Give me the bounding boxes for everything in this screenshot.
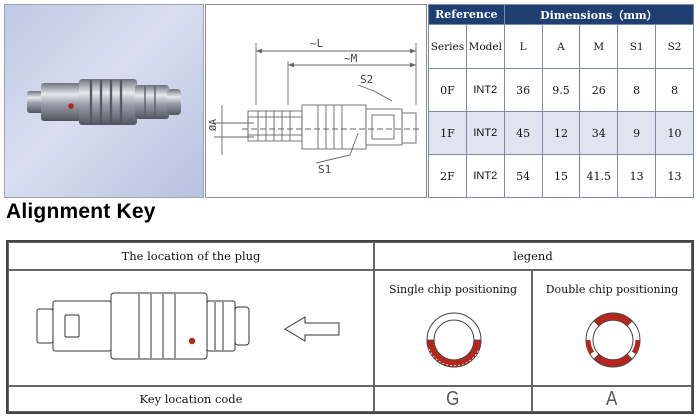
double-code-cell: A bbox=[532, 386, 692, 412]
col-S2: S2 bbox=[655, 24, 694, 69]
double-chip-label: Double chip positioning bbox=[545, 283, 679, 296]
cell-M: 26 bbox=[579, 68, 619, 112]
plug-location-cell bbox=[8, 270, 374, 386]
alignment-key-table: The location of the plug legend bbox=[6, 240, 694, 414]
cell-A: 12 bbox=[541, 111, 581, 155]
cell-model: INT2 bbox=[465, 154, 505, 198]
alignment-key-title: Alignment Key bbox=[6, 200, 156, 223]
cell-L: 54 bbox=[503, 154, 543, 198]
legend-header: legend bbox=[513, 249, 553, 263]
cell-model: INT2 bbox=[465, 111, 505, 155]
table-row: 0F INT2 36 9.5 26 8 8 bbox=[428, 68, 694, 112]
cell-series: 2F bbox=[428, 154, 467, 198]
code-label-cell: Key location code bbox=[8, 386, 374, 412]
col-S1: S1 bbox=[617, 24, 657, 69]
plug-outline-drawing bbox=[36, 292, 340, 360]
cell-M: 34 bbox=[579, 111, 619, 155]
cell-S1: 9 bbox=[617, 111, 657, 155]
location-header-cell: The location of the plug bbox=[8, 242, 374, 270]
location-header: The location of the plug bbox=[121, 249, 261, 263]
cell-L: 36 bbox=[503, 68, 543, 112]
label-L: ~L bbox=[310, 37, 324, 50]
cell-S1: 13 bbox=[617, 154, 657, 198]
col-A: A bbox=[541, 24, 581, 69]
cell-A: 15 bbox=[541, 154, 581, 198]
label-M: ~M bbox=[344, 52, 358, 65]
dimensions-table: Reference Dimensions（mm） Series Model L … bbox=[428, 4, 695, 198]
cell-L: 45 bbox=[503, 111, 543, 155]
cell-S2: 8 bbox=[655, 68, 694, 112]
reference-header: Reference bbox=[428, 4, 505, 25]
cell-S1: 8 bbox=[617, 68, 657, 112]
dimensions-header: Dimensions（mm） bbox=[503, 4, 695, 25]
connector-photo bbox=[4, 4, 204, 198]
cell-A: 9.5 bbox=[541, 68, 581, 112]
col-L: L bbox=[503, 24, 543, 69]
label-A: ØA bbox=[207, 119, 219, 131]
arrow-left-icon bbox=[284, 316, 340, 342]
table-row: 2F INT2 54 15 41.5 13 13 bbox=[428, 154, 694, 198]
cell-S2: 10 bbox=[655, 111, 694, 155]
dimension-diagram: ~L ~M S2 S1 ØA bbox=[207, 37, 422, 176]
connector-plug-image bbox=[27, 79, 181, 125]
double-chip-cell: Double chip positioning bbox=[532, 270, 692, 386]
table-row: 1F INT2 45 12 34 9 10 bbox=[428, 111, 694, 155]
single-chip-label: Single chip positioning bbox=[388, 283, 518, 296]
col-M: M bbox=[579, 24, 619, 69]
key-location-code-label: Key location code bbox=[139, 392, 243, 406]
cell-S2: 13 bbox=[655, 154, 694, 198]
single-chip-cell: Single chip positioning bbox=[374, 270, 532, 386]
label-S1: S1 bbox=[318, 163, 331, 176]
col-series: Series bbox=[428, 24, 467, 69]
dimension-drawing: ~L ~M S2 S1 ØA bbox=[205, 4, 427, 198]
cell-M: 41.5 bbox=[579, 154, 619, 198]
single-chip-ring-icon bbox=[426, 312, 482, 368]
double-chip-ring-icon bbox=[585, 312, 641, 368]
cell-series: 1F bbox=[428, 111, 467, 155]
double-code: A bbox=[606, 387, 618, 410]
label-S2: S2 bbox=[360, 73, 373, 86]
cell-model: INT2 bbox=[465, 68, 505, 112]
cell-series: 0F bbox=[428, 68, 467, 112]
col-model: Model bbox=[465, 24, 505, 69]
single-code-cell: G bbox=[374, 386, 532, 412]
key-dot-icon bbox=[188, 337, 196, 345]
legend-header-cell: legend bbox=[374, 242, 692, 270]
single-code: G bbox=[446, 387, 460, 410]
